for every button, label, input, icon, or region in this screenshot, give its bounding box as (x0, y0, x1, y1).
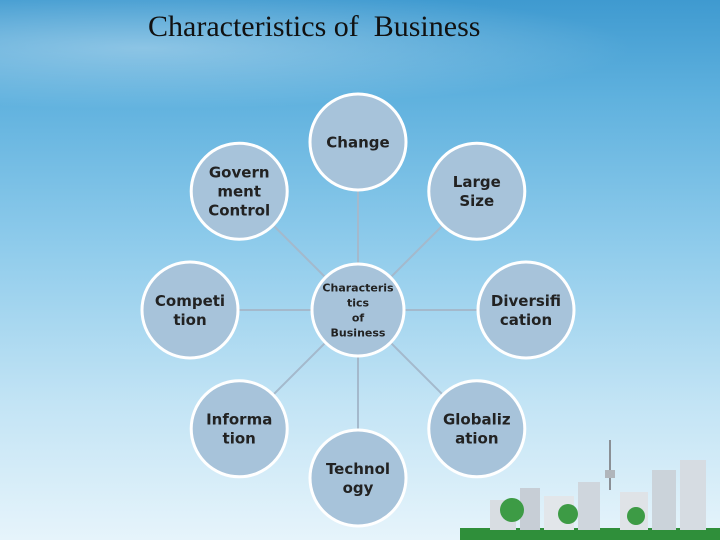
node-circle (427, 379, 527, 479)
node-label-line: Informa (206, 411, 272, 429)
node-label-line: tion (223, 430, 256, 448)
node-label-line: Change (326, 133, 389, 151)
node-label-line: Control (208, 201, 270, 219)
node-circle (308, 428, 408, 528)
connector-government-control (272, 224, 327, 279)
connector-large-size (389, 224, 444, 279)
node-circle (427, 141, 527, 241)
city-skyline-decoration (460, 440, 720, 540)
node-group: ChangeLargeSizeDiversificationGlobalizat… (140, 92, 576, 528)
node-label-line: ogy (343, 479, 374, 497)
node-circle (189, 379, 289, 479)
node-circle (189, 141, 289, 241)
center-label-line: Business (331, 326, 386, 339)
node-label-line: Size (459, 192, 494, 210)
node-label-line: ment (217, 182, 261, 200)
center-label-line: of (352, 311, 365, 324)
node-label-line: ation (455, 430, 498, 448)
node-circle (308, 92, 408, 192)
node-label-line: Competi (155, 292, 225, 310)
center-circle (310, 262, 406, 358)
node-circle (476, 260, 576, 360)
node-label-line: Globaliz (443, 411, 511, 429)
center-label-line: Characteris (322, 281, 394, 294)
node-label-line: Diversifi (491, 292, 561, 310)
connector-globalization (389, 341, 444, 396)
node-label-line: Large (453, 173, 501, 191)
connector-lines (238, 190, 478, 430)
node-label-line: cation (500, 311, 552, 329)
node-label-line: tion (173, 311, 206, 329)
slide-title: Characteristics of Business (148, 10, 481, 43)
node-label-line: Govern (209, 163, 270, 181)
node-circle (140, 260, 240, 360)
center-label-line: tics (347, 296, 370, 309)
connector-information (272, 341, 327, 396)
node-label-line: Technol (326, 460, 390, 478)
node-change: Change (308, 92, 408, 192)
